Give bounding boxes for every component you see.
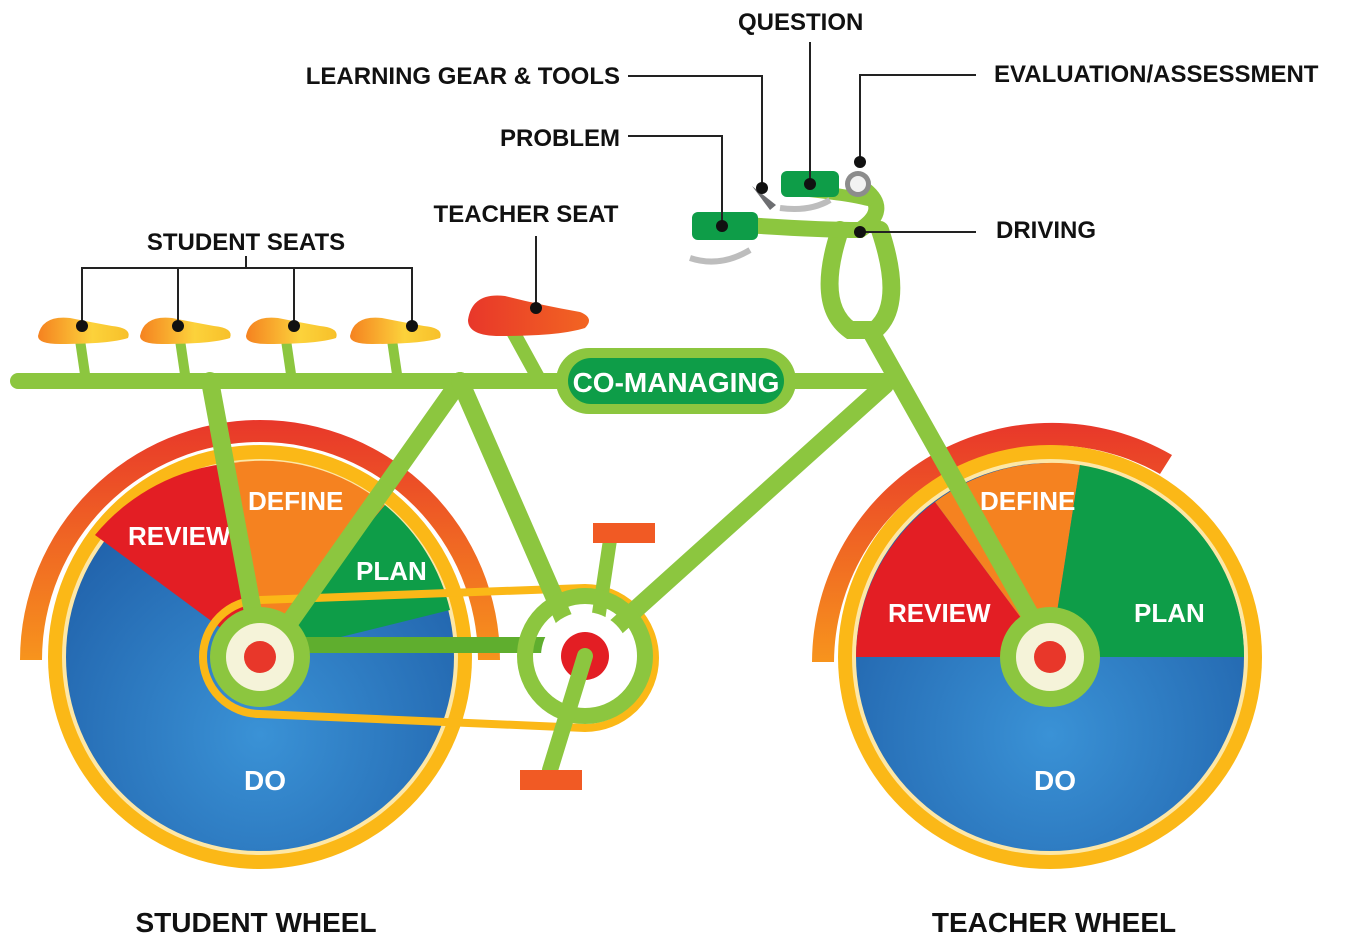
bottom-pedal [520,770,582,790]
problem-label: PROBLEM [500,125,620,152]
teacher-review-segment [856,502,1050,657]
student-plan-segment [260,505,450,657]
student-wheel-caption: STUDENT WHEEL [135,907,376,938]
teacher-review-label: REVIEW [888,598,991,628]
student-review-segment [95,463,260,657]
student-plan-label: PLAN [356,556,427,586]
co-managing-label: CO-MANAGING [573,367,780,398]
top-pedal [593,523,655,543]
teacher-seat-label: TEACHER SEAT [434,201,619,228]
teacher-do-label: DO [1034,765,1076,796]
teacher-hub [1000,607,1100,707]
driving-label: DRIVING [996,217,1096,244]
student-wheel: REVIEW DEFINE PLAN DO [20,420,500,869]
student-seats-label: STUDENT SEATS [147,229,345,256]
student-seat-4 [350,317,441,344]
teacher-define-label: DEFINE [980,486,1075,516]
student-do-label: DO [244,765,286,796]
student-review-label: REVIEW [128,521,231,551]
callouts [81,42,976,326]
learning-gear-label: LEARNING GEAR & TOOLS [306,63,620,90]
student-hub [210,607,310,707]
student-define-label: DEFINE [248,486,343,516]
teacher-plan-segment [1050,465,1245,657]
evaluation-label: EVALUATION/ASSESSMENT [994,61,1319,88]
teacher-wheel-caption: TEACHER WHEEL [932,907,1176,938]
crank [517,588,653,790]
student-define-segment [232,460,385,657]
callout-dots [76,156,866,332]
student-seats [38,317,441,344]
teacher-plan-label: PLAN [1134,598,1205,628]
question-label: QUESTION [738,9,863,36]
teacher-seat [468,295,589,336]
student-seat-2 [140,317,231,344]
co-managing-badge: CO-MANAGING [556,348,796,414]
teacher-fender [812,422,1172,662]
